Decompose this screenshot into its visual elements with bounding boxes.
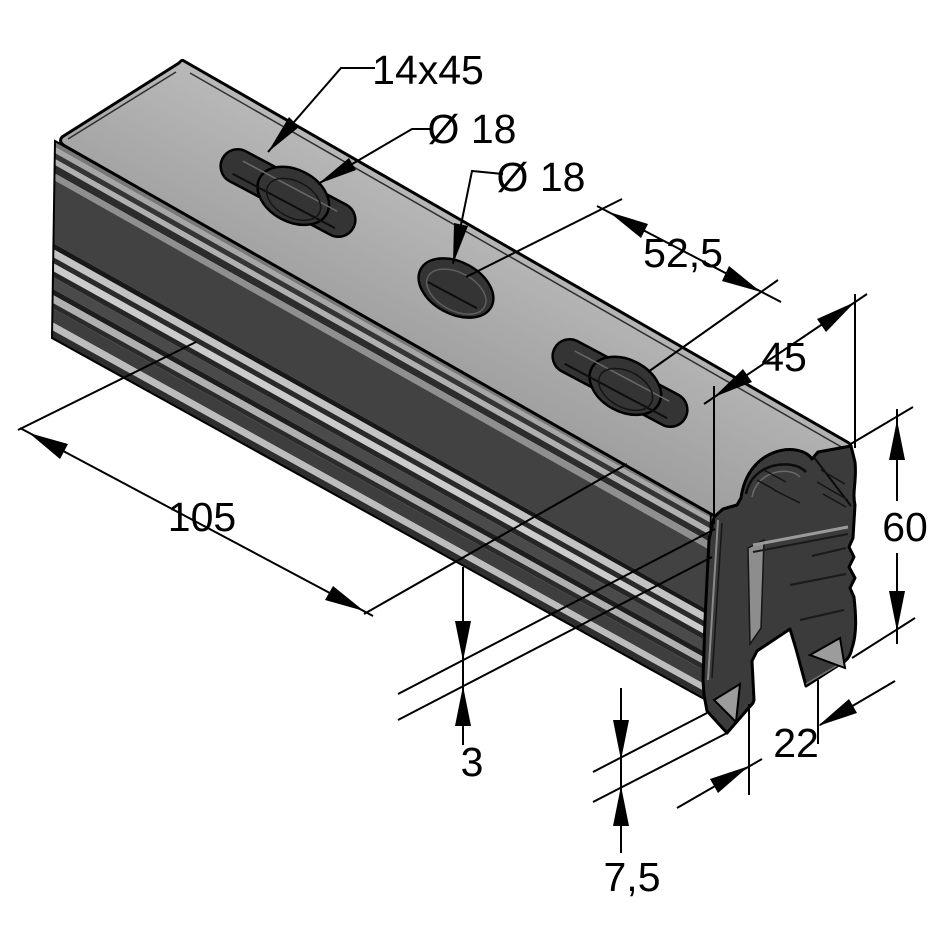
- dim-label-45: 45: [761, 334, 807, 380]
- dim-label-22: 22: [773, 720, 819, 766]
- dim-label-7-5: 7,5: [604, 854, 661, 900]
- dim-label-3: 3: [461, 739, 484, 785]
- dim-label-dia18-hole: Ø 18: [497, 154, 586, 200]
- end-face-details: [707, 455, 852, 725]
- far-edge-inner-line: [67, 71, 177, 140]
- left-lip-curl-hole: [712, 682, 742, 725]
- dim-label-60: 60: [882, 504, 928, 550]
- dimension-60: 60: [848, 406, 928, 659]
- dimension-7-5: 7,5: [592, 688, 728, 900]
- leader-slot-14x45: 14x45: [267, 47, 484, 153]
- right-lip-curl-hole: [807, 636, 847, 670]
- dimension-52-5: 52,5: [465, 198, 782, 373]
- dimension-22: 22: [676, 680, 896, 809]
- dimension-105: 105: [17, 341, 628, 617]
- dim-label-52-5: 52,5: [643, 230, 723, 276]
- rail-side-face: [50, 139, 713, 702]
- dim-label-105: 105: [168, 494, 236, 540]
- leader-slot-bulge-diameter: Ø 18: [317, 106, 517, 185]
- leader-hole-diameter: Ø 18: [452, 154, 586, 265]
- dim-label-14x45: 14x45: [372, 47, 484, 93]
- rail-end-face: [701, 444, 858, 735]
- dim-label-dia18-slot: Ø 18: [428, 106, 517, 152]
- dimension-3: 3: [397, 528, 716, 785]
- dimension-45: 45: [703, 293, 868, 524]
